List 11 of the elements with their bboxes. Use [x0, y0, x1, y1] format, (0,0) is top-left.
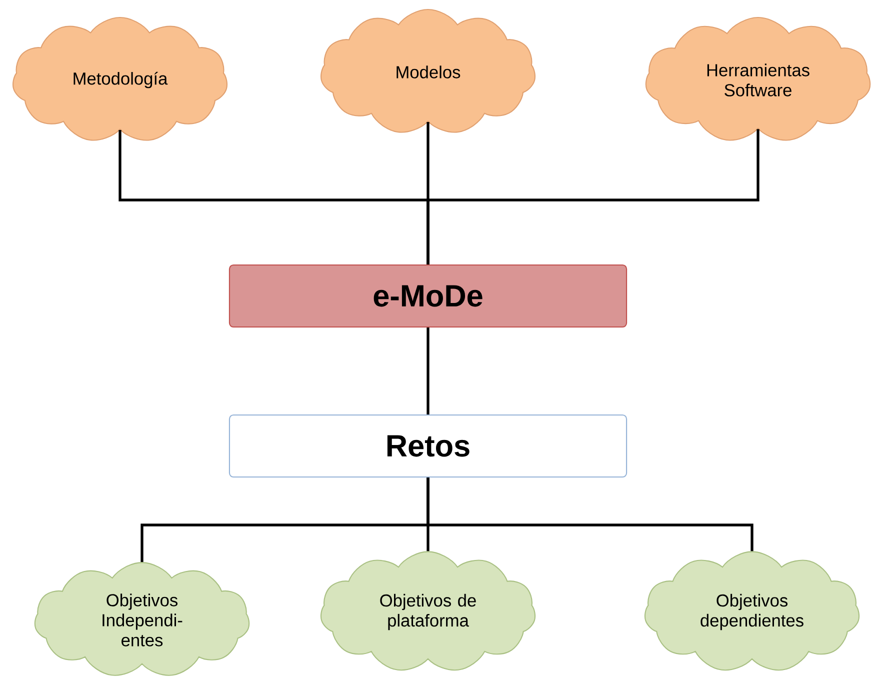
- connector-line: [426, 129, 760, 264]
- cloud-node: Modelos: [320, 8, 536, 133]
- connector-line: [426, 328, 430, 414]
- cloud-node: Objetivos de plataforma: [320, 551, 536, 671]
- connector-line: [426, 478, 754, 552]
- process-box: e-MoDe: [228, 264, 628, 328]
- cloud-node: Objetivos Independi- entes: [34, 562, 250, 676]
- cloud-node: Metodología: [12, 16, 228, 141]
- cloud-node: Herramientas Software: [645, 16, 871, 141]
- process-box: Retos: [228, 414, 628, 478]
- cloud-node: Objetivos dependientes: [644, 551, 860, 671]
